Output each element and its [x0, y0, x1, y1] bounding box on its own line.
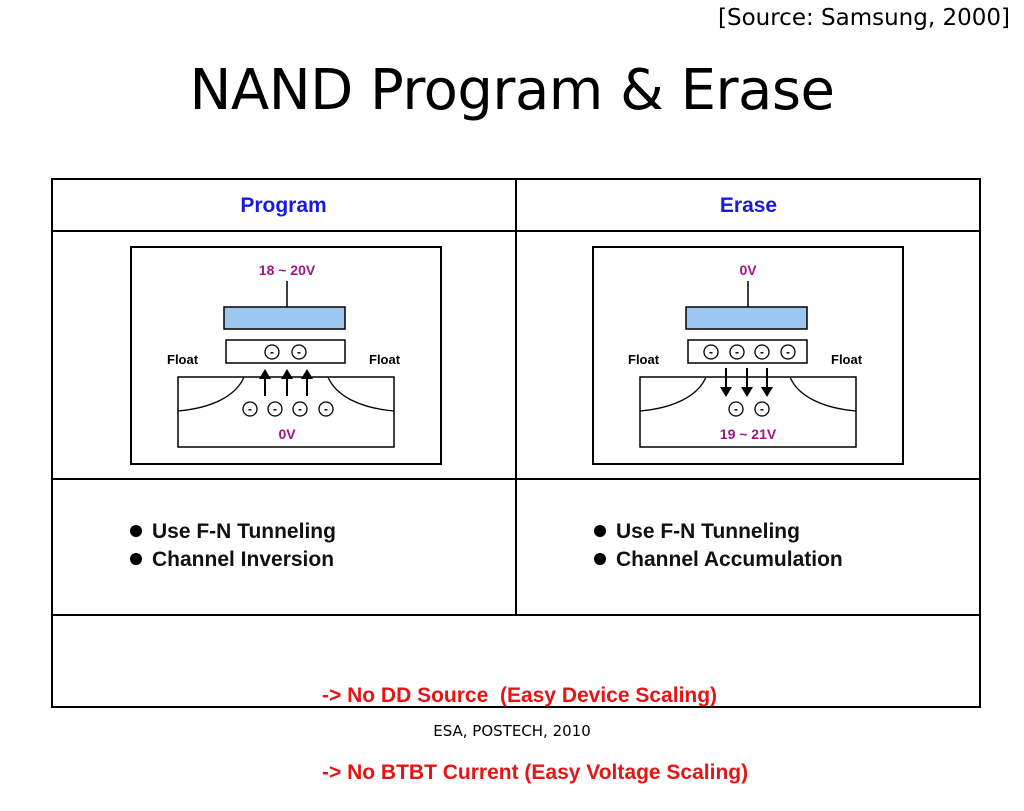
- electron-icon: [728, 401, 744, 417]
- electron-sign: -: [735, 345, 739, 359]
- bullet-text: Use F-N Tunneling: [152, 520, 336, 543]
- electron-icon: [242, 401, 258, 417]
- electron-sign: -: [760, 345, 764, 359]
- program-control-gate: [223, 306, 346, 330]
- table-column-divider: [515, 178, 517, 615]
- program-source-junction: [177, 376, 245, 412]
- erase-right-float-label: Float: [831, 352, 863, 367]
- bullet-icon: [130, 553, 142, 565]
- arrow-down-head-icon: [720, 387, 732, 397]
- electron-icon: [729, 344, 745, 360]
- erase-gate-voltage-label: 0V: [739, 262, 757, 278]
- erase-floating-gate: [687, 339, 808, 364]
- erase-diagram-svg: 0V - - - - Float Float -: [628, 262, 863, 448]
- electron-icon: [780, 344, 796, 360]
- program-left-float-label: Float: [167, 352, 199, 367]
- bullet-icon: [594, 525, 606, 537]
- electron-sign: -: [298, 402, 302, 416]
- arrow-down-head-icon: [761, 387, 773, 397]
- erase-cell-diagram: 0V - - - - Float Float -: [592, 246, 904, 465]
- arrow-up-head-icon: [259, 369, 271, 379]
- erase-source-junction: [639, 376, 707, 412]
- program-diagram-svg: 18 ~ 20V - - Float Float - - -: [167, 262, 401, 448]
- note-line: -> No BTBT Current (Easy Voltage Scaling…: [322, 761, 749, 784]
- table-divider-bullets: [51, 614, 981, 616]
- bullet-icon: [130, 525, 142, 537]
- arrow-up-head-icon: [281, 369, 293, 379]
- list-item: Use F-N Tunneling: [130, 518, 336, 546]
- erase-drain-junction: [789, 376, 857, 412]
- bullet-text: Channel Accumulation: [616, 548, 843, 571]
- arrow-down-head-icon: [741, 387, 753, 397]
- erase-bullet-list: Use F-N Tunneling Channel Accumulation: [594, 518, 843, 574]
- electron-sign: -: [297, 345, 301, 359]
- program-channel-electrons: - - - -: [242, 401, 334, 417]
- program-substrate-voltage-label: 0V: [278, 426, 296, 442]
- program-floating-gate-electrons: - -: [264, 344, 307, 360]
- note-line: -> No DD Source (Easy Device Scaling): [322, 684, 718, 707]
- bullet-icon: [594, 553, 606, 565]
- erase-floating-gate-electrons: - - - -: [703, 344, 796, 360]
- erase-left-float-label: Float: [628, 352, 660, 367]
- electron-icon: [264, 344, 280, 360]
- bullet-text: Use F-N Tunneling: [616, 520, 800, 543]
- erase-channel-electrons: - -: [728, 401, 770, 417]
- electron-icon: [267, 401, 283, 417]
- program-drain-junction: [327, 376, 395, 412]
- program-floating-gate: [225, 339, 346, 364]
- electron-icon: [754, 344, 770, 360]
- erase-tunneling-arrows: [720, 368, 773, 397]
- electron-icon: [291, 344, 307, 360]
- electron-icon: [703, 344, 719, 360]
- slide-footer: ESA, POSTECH, 2010: [433, 722, 591, 740]
- program-tunneling-arrows: [259, 369, 313, 396]
- list-item: Channel Inversion: [130, 546, 336, 574]
- electron-sign: -: [270, 345, 274, 359]
- electron-sign: -: [248, 402, 252, 416]
- program-heading: Program: [240, 194, 327, 217]
- electron-sign: -: [273, 402, 277, 416]
- electron-sign: -: [324, 402, 328, 416]
- program-gate-voltage-label: 18 ~ 20V: [259, 262, 316, 278]
- bullet-text: Channel Inversion: [152, 548, 335, 571]
- erase-heading: Erase: [719, 194, 778, 217]
- electron-sign: -: [786, 345, 790, 359]
- electron-icon: [318, 401, 334, 417]
- electron-sign: -: [709, 345, 713, 359]
- erase-substrate-voltage-label: 19 ~ 21V: [720, 426, 777, 442]
- list-item: Channel Accumulation: [594, 546, 843, 574]
- program-cell-diagram: 18 ~ 20V - - Float Float - - -: [130, 246, 442, 465]
- slide-title: NAND Program & Erase: [189, 58, 835, 123]
- list-item: Use F-N Tunneling: [594, 518, 843, 546]
- erase-control-gate: [685, 306, 808, 330]
- program-right-float-label: Float: [369, 352, 401, 367]
- electron-sign: -: [734, 402, 738, 416]
- source-citation: [Source: Samsung, 2000]: [718, 5, 1010, 31]
- electron-icon: [292, 401, 308, 417]
- arrow-up-head-icon: [301, 369, 313, 379]
- program-bullet-list: Use F-N Tunneling Channel Inversion: [130, 518, 336, 574]
- electron-sign: -: [760, 402, 764, 416]
- electron-icon: [754, 401, 770, 417]
